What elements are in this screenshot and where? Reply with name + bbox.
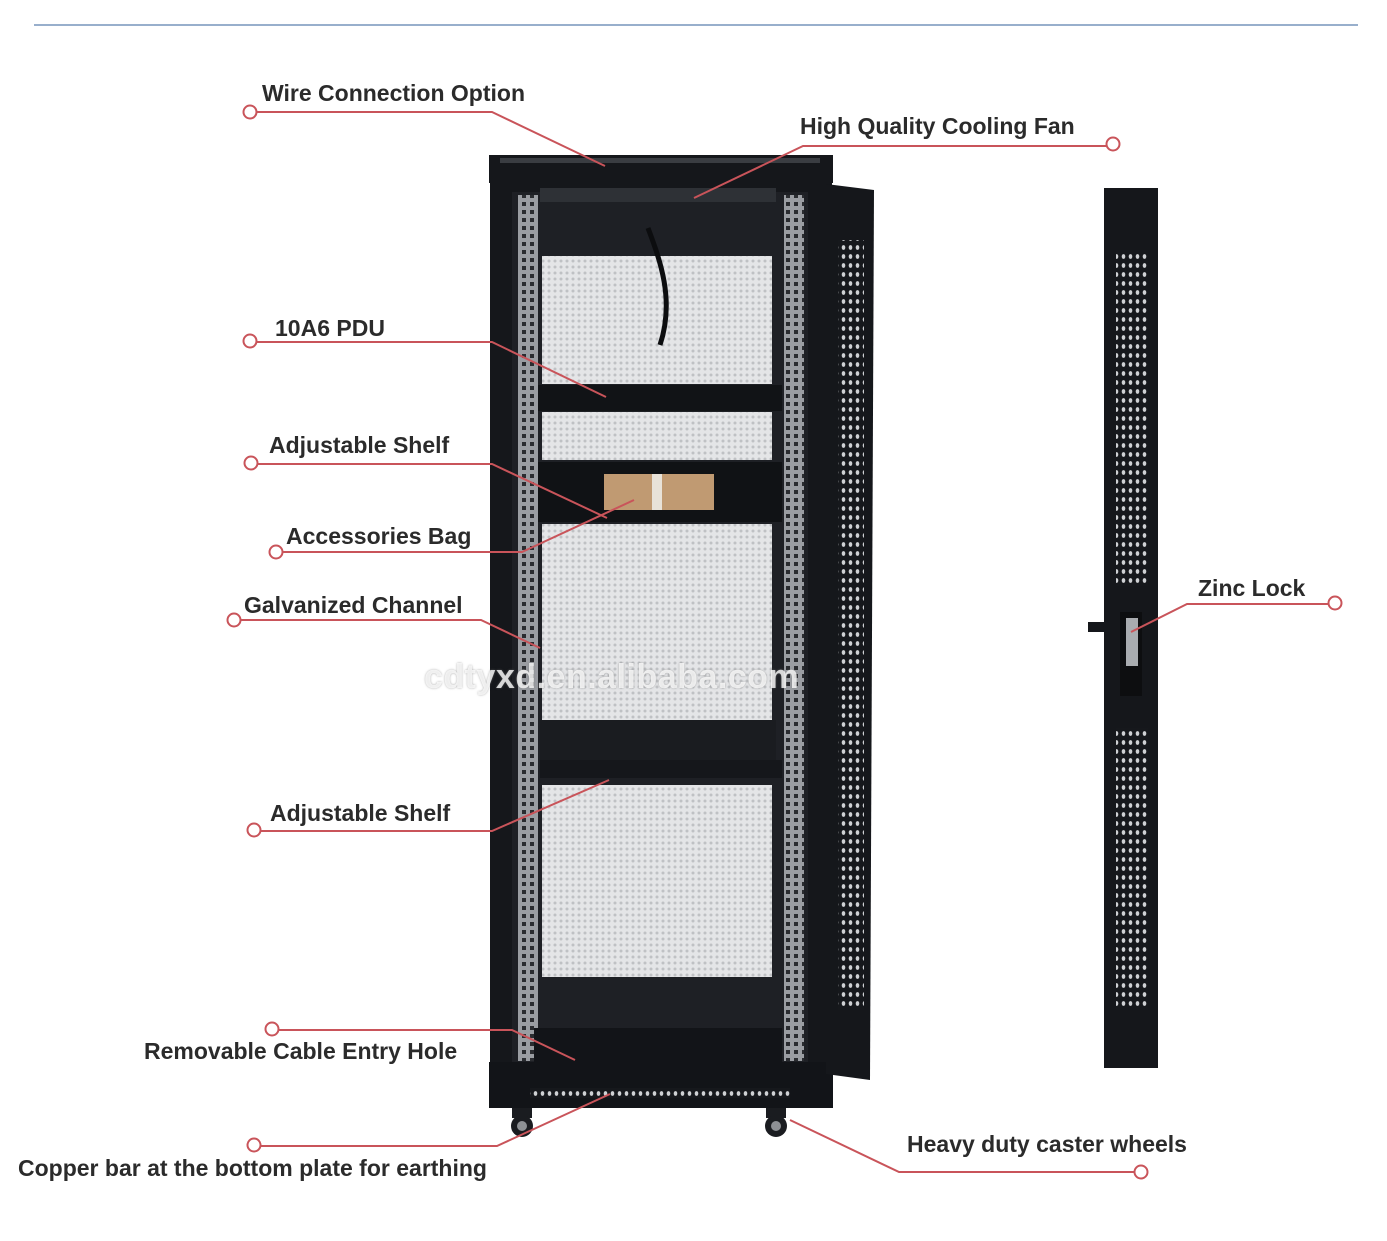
label-galvanized-channel: Galvanized Channel [244, 592, 463, 618]
label-copper-bar: Copper bar at the bottom plate for earth… [18, 1155, 487, 1181]
label-zinc-lock: Zinc Lock [1198, 575, 1306, 601]
galvanized-channel-right [784, 195, 804, 1061]
label-cooling-fan: High Quality Cooling Fan [800, 113, 1075, 139]
side-door-near [826, 184, 874, 1080]
galvanized-channel-left [518, 195, 538, 1061]
label-adjustable-shelf-lower: Adjustable Shelf [270, 800, 451, 826]
rear-mesh-panel [542, 256, 772, 384]
cabinet-base [489, 1062, 833, 1108]
label-caster-wheels: Heavy duty caster wheels [907, 1131, 1187, 1157]
caster-wheel-right [765, 1108, 787, 1137]
callout-lines [226, 104, 1343, 1180]
adjustable-shelf-lower [540, 760, 782, 778]
zinc-lock [1126, 618, 1138, 666]
front-door [1088, 188, 1158, 1068]
label-adjustable-shelf-upper: Adjustable Shelf [269, 432, 450, 458]
watermark: cdtyxd.en.alibaba.com [424, 658, 800, 696]
label-pdu: 10A6 PDU [275, 315, 385, 341]
label-removable-cable-entry-hole: Removable Cable Entry Hole [144, 1038, 458, 1064]
cooling-fan [540, 188, 776, 202]
cable-entry-plate [534, 1028, 782, 1062]
caster-wheel-left [511, 1108, 533, 1137]
pdu-bar [534, 385, 782, 411]
power-cable [645, 227, 669, 346]
label-wire-connection-option: Wire Connection Option [262, 80, 525, 106]
label-accessories-bag: Accessories Bag [286, 523, 472, 549]
